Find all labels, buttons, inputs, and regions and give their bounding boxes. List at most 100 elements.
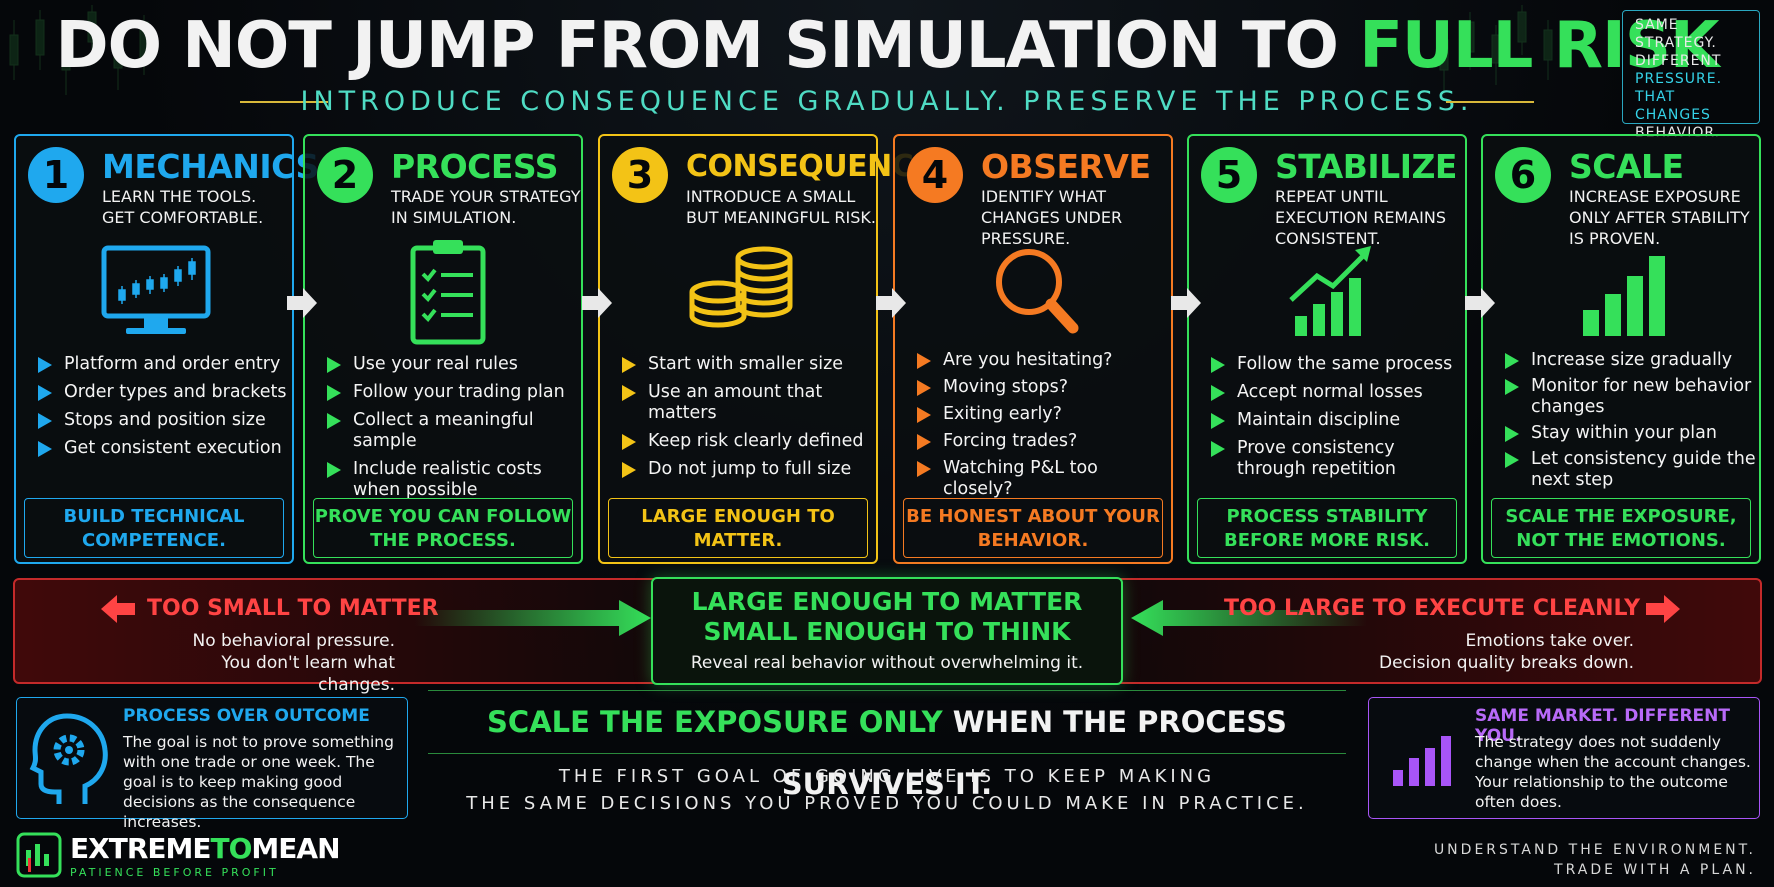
clipboard-checklist-icon [410,240,486,345]
step-card-process: 2 PROCESS TRADE YOUR STRATEGY IN SIMULAT… [303,134,583,564]
bullet: Start with smaller size [622,354,874,375]
same-market-box: SAME MARKET. DIFFERENT YOU. The strategy… [1368,697,1760,819]
step-bullets: Start with smaller size Use an amount th… [622,354,874,487]
arrow-right-icon [287,288,317,318]
step-description: INTRODUCE A SMALL BUT MEANINGFUL RISK. [686,187,876,227]
step-bullets: Follow the same process Accept normal lo… [1211,354,1463,487]
quote-line: THE FIRST GOAL OF GOING LIVE IS TO KEEP … [558,766,1216,787]
corner-line: SAME [1635,17,1679,33]
sweet-spot-title: LARGE ENOUGH TO MATTER SMALL ENOUGH TO T… [653,587,1121,647]
step-card-observe: 4 OBSERVE IDENTIFY WHAT CHANGES UNDER PR… [893,134,1173,564]
too-small-line: No behavioral pressure. [192,631,395,651]
step-number: 1 [28,147,84,203]
arrow-left-green-icon [1131,600,1367,636]
step-bullets: Use your real rules Follow your trading … [327,354,579,508]
bullet: Exiting early? [917,404,1169,425]
bullet: Follow the same process [1211,354,1463,375]
page-subtitle: INTRODUCE CONSEQUENCE GRADUALLY. PRESERV… [300,86,1474,117]
arrow-left-icon [101,595,135,623]
same-market-text: The strategy does not suddenly change wh… [1475,733,1751,811]
step-number: 4 [907,147,963,203]
bullet: Stay within your plan [1505,423,1757,444]
monitor-chart-icon [101,245,211,334]
arrow-right-icon [1171,288,1201,318]
step-bullets: Increase size gradually Monitor for new … [1505,350,1757,496]
bullet: Use your real rules [327,354,579,375]
bullet: Moving stops? [917,377,1169,398]
title-green: FULL RISK [1359,9,1719,83]
subtitle-rule-left [240,101,328,103]
step-name: MECHANICS [102,147,319,186]
step-number: 6 [1495,147,1551,203]
too-large-line: Decision quality breaks down. [1379,653,1634,673]
step-footer: BE HONEST ABOUT YOUR BEHAVIOR. [903,498,1163,558]
bullet: Include realistic costs when possible [327,459,579,501]
bullet: Increase size gradually [1505,350,1757,371]
sweet-spot-description: Reveal real behavior without overwhelmin… [690,653,1084,673]
bullet: Are you hesitating? [917,350,1169,371]
slogan-green: SCALE THE EXPOSURE ONLY [487,705,943,739]
bullet: Let consistency guide the next step [1505,449,1757,491]
bullet: Stops and position size [38,410,290,431]
too-large-line: Emotions take over. [1465,631,1634,651]
step-description: TRADE YOUR STRATEGY IN SIMULATION. [391,187,581,227]
bullet: Monitor for new behavior changes [1505,376,1757,418]
bullet: Get consistent execution [38,438,290,459]
logo-tagline: PATIENCE BEFORE PROFIT [70,866,279,879]
step-name: OBSERVE [981,147,1151,186]
step-card-scale: 6 SCALE INCREASE EXPOSURE ONLY AFTER STA… [1481,134,1761,564]
step-footer: LARGE ENOUGH TO MATTER. [608,498,868,558]
step-name: CONSEQUENCE [686,149,934,184]
logo-wordmark: EXTREMETOMEAN [70,832,341,865]
step-number: 3 [612,147,668,203]
purple-bars-icon [1393,736,1451,786]
step-footer: PROCESS STABILITY BEFORE MORE RISK. [1197,498,1457,558]
bullet: Accept normal losses [1211,382,1463,403]
step-description: IDENTIFY WHAT CHANGES UNDER PRESSURE. [981,187,1123,248]
step-number: 5 [1201,147,1257,203]
step-footer: SCALE THE EXPOSURE, NOT THE EMOTIONS. [1491,498,1751,558]
corner-line: DIFFERENT [1635,53,1722,69]
too-large-title: TOO LARGE TO EXECUTE CLEANLY [1223,596,1640,621]
magnifier-icon [996,249,1079,334]
sweet-spot-box: LARGE ENOUGH TO MATTER SMALL ENOUGH TO T… [651,577,1123,685]
brand-logo: EXTREMETOMEAN PATIENCE BEFORE PROFIT [16,830,346,882]
step-card-stabilize: 5 STABILIZE REPEAT UNTIL EXECUTION REMAI… [1187,134,1467,564]
bullet: Forcing trades? [917,431,1169,452]
footer-motto: UNDERSTAND THE ENVIRONMENT. TRADE WITH A… [1434,840,1756,880]
corner-line: THAT CHANGES [1635,89,1711,123]
step-footer: PROVE YOU CAN FOLLOW THE PROCESS. [313,498,573,558]
arrow-right-icon [1465,288,1495,318]
page-title: DO NOT JUMP FROM SIMULATION TO FULL RISK [0,6,1774,86]
corner-line: STRATEGY. [1635,35,1717,51]
process-over-outcome-text: The goal is not to prove something with … [123,733,394,831]
step-number: 2 [317,147,373,203]
process-over-outcome-title: PROCESS OVER OUTCOME [123,706,370,726]
bullet: Order types and brackets [38,382,290,403]
candlestick-decoration-left [9,5,149,95]
step-footer: BUILD TECHNICAL COMPETENCE. [24,498,284,558]
quote-line: THE SAME DECISIONS YOU PROVED YOU COULD … [466,793,1308,814]
step-card-mechanics: 1 MECHANICS LEARN THE TOOLS. GET COMFORT… [14,134,319,564]
bar-scale-icon [1583,256,1665,336]
corner-note: SAME STRATEGY. DIFFERENT PRESSURE. THAT … [1622,10,1760,141]
sweet-spot-line: LARGE ENOUGH TO MATTER [691,587,1083,616]
bullet: Collect a meaningful sample [327,410,579,452]
logo-mark-icon [16,832,62,878]
footer-line: UNDERSTAND THE ENVIRONMENT. [1433,842,1756,858]
too-small-line: You don't learn what changes. [221,653,395,695]
same-market-title: SAME MARKET. DIFFERENT YOU. [1475,706,1730,746]
coin-stack-icon [689,246,793,328]
step-name: PROCESS [391,147,558,186]
step-description: INCREASE EXPOSURE ONLY AFTER STABILITY I… [1569,187,1750,248]
title-white: DO NOT JUMP FROM SIMULATION TO [55,9,1338,83]
step-bullets: Platform and order entry Order types and… [38,354,290,466]
corner-line: PRESSURE. [1635,71,1723,87]
step-description: LEARN THE TOOLS. GET COMFORTABLE. [102,187,264,227]
closing-quote: THE FIRST GOAL OF GOING LIVE IS TO KEEP … [428,763,1346,817]
arrow-right-icon [876,288,906,318]
step-name: STABILIZE [1275,147,1457,186]
footer-line: TRADE WITH A PLAN. [1554,862,1756,878]
arrow-right-icon [582,288,612,318]
too-small-description: No behavioral pressure. You don't learn … [155,630,395,696]
